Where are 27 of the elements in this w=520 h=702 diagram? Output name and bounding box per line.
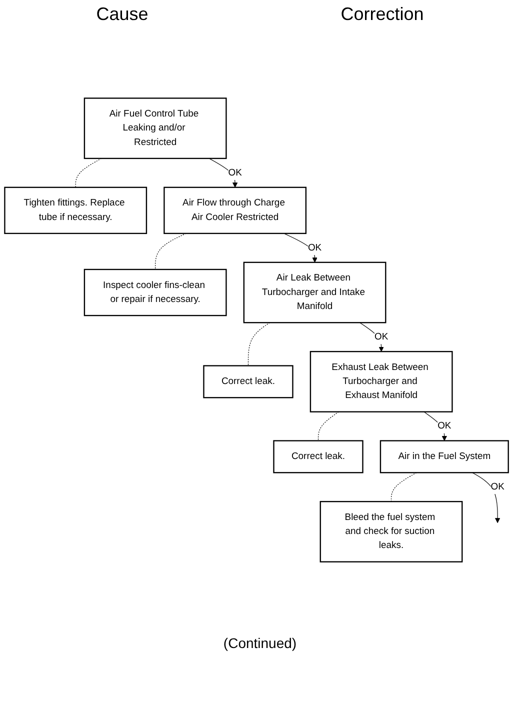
node-box: Air in the Fuel System [380, 440, 509, 474]
arrow [208, 158, 238, 188]
column-heading: Cause [96, 4, 148, 25]
connector [390, 472, 417, 502]
edge-label: OK [490, 482, 504, 492]
connector [75, 158, 102, 188]
connector [155, 233, 186, 270]
edge-label: OK [228, 168, 242, 178]
column-heading: Correction [340, 4, 424, 25]
node-box: Air Flow through Charge Air Cooler Restricted [164, 186, 307, 234]
node-box: Correct leak. [203, 365, 294, 398]
node-box: Exhaust Leak Between Turbocharger and Exhaust Manifold [310, 350, 453, 412]
connector [248, 322, 270, 366]
edge-label: OK [308, 242, 322, 253]
edge-label: OK [438, 420, 452, 431]
connector [318, 412, 340, 442]
arrow [472, 472, 500, 524]
arrow [284, 233, 318, 263]
node-box: Bleed the fuel system and check for suction leaks. [320, 500, 463, 562]
continued-note: (Continued) [223, 635, 297, 651]
node-box: Correct leak. [273, 440, 364, 474]
node-box: Air Leak Between Turbocharger and Intake Manifold [243, 262, 386, 324]
edge-label: OK [374, 332, 388, 342]
node-box: Tighten fittings. Replace tube if necessary. [4, 186, 148, 234]
node-box: Air Fuel Control Tube Leaking and/or Restricted [84, 98, 227, 160]
node-box: Inspect cooler fins-clean or repair if necessary. [84, 268, 227, 316]
arrow [359, 322, 384, 352]
